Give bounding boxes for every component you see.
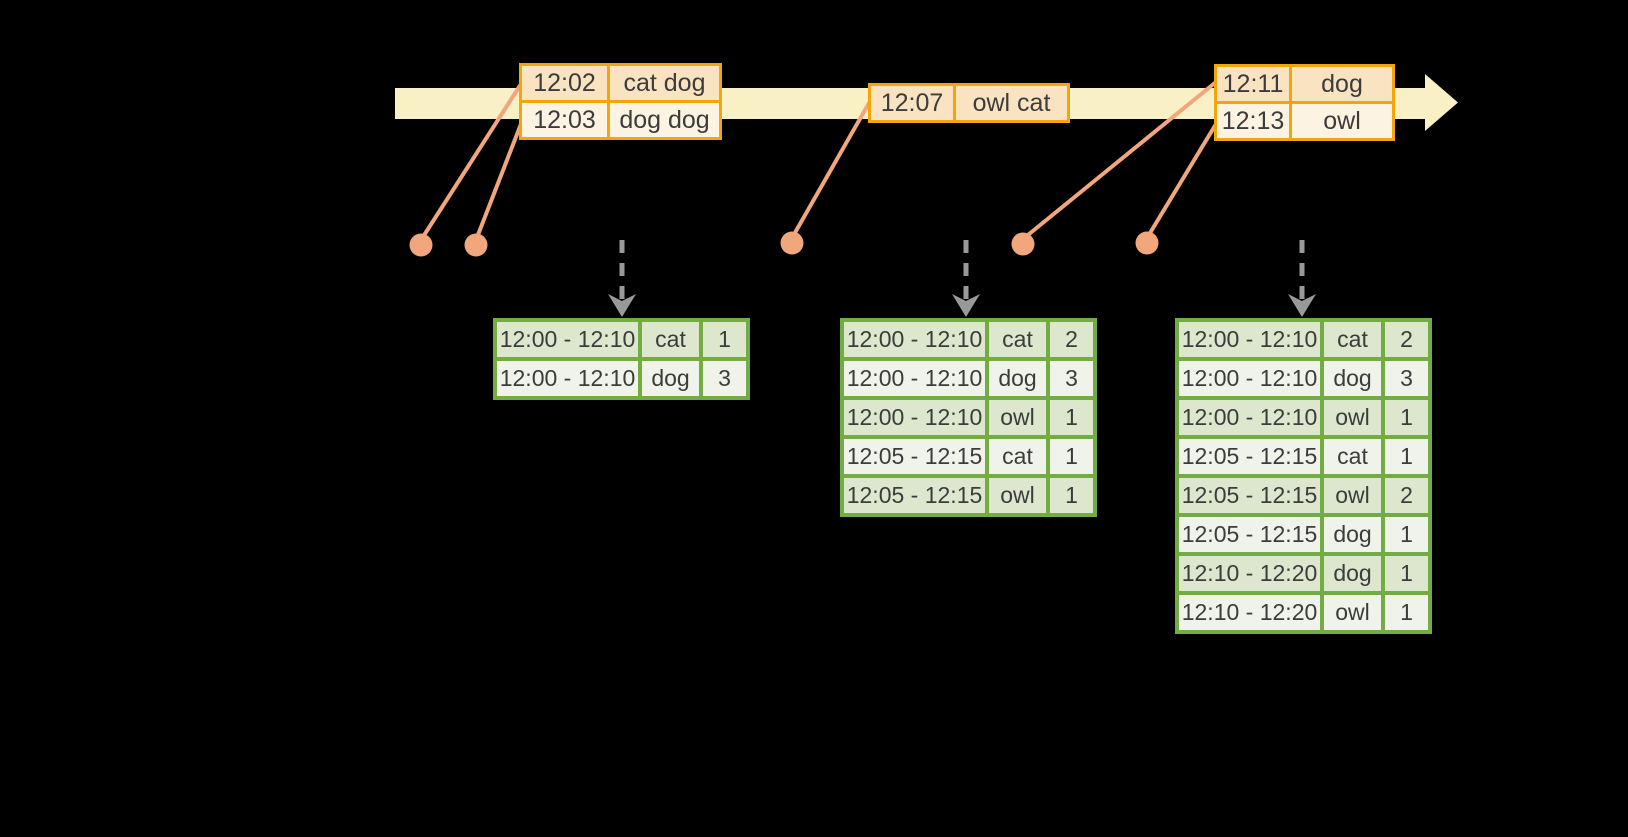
trigger-arrowhead-icon xyxy=(608,294,636,317)
count-cell: 1 xyxy=(1385,439,1428,474)
count-cell: 2 xyxy=(1050,322,1093,357)
event-table-12-02: 12:02 cat dog 12:03 dog dog xyxy=(519,63,722,140)
word-cell: owl xyxy=(989,478,1046,513)
window-cell: 12:00 - 12:10 xyxy=(1179,322,1320,357)
timeline-arrowhead-icon xyxy=(1425,74,1458,131)
window-cell: 12:00 - 12:10 xyxy=(844,322,985,357)
word-cell: cat xyxy=(1324,439,1381,474)
event-words-cell: dog xyxy=(1292,67,1392,101)
trigger-arrow xyxy=(608,240,636,317)
word-cell: owl xyxy=(989,400,1046,435)
count-cell: 3 xyxy=(1050,361,1093,396)
word-cell: cat xyxy=(989,322,1046,357)
count-cell: 1 xyxy=(1385,400,1428,435)
event-connector-line xyxy=(1021,80,1218,241)
word-cell: dog xyxy=(642,361,699,396)
word-cell: cat xyxy=(989,439,1046,474)
event-table-12-07: 12:07 owl cat xyxy=(868,83,1070,123)
window-cell: 12:05 - 12:15 xyxy=(1179,517,1320,552)
event-connector-line xyxy=(790,101,871,240)
result-table-2: 12:00 - 12:10 cat 2 12:00 - 12:10 dog 3 … xyxy=(840,318,1097,517)
window-cell: 12:05 - 12:15 xyxy=(1179,478,1320,513)
event-marker-dot xyxy=(1011,232,1035,256)
window-cell: 12:00 - 12:10 xyxy=(1179,400,1320,435)
window-cell: 12:10 - 12:20 xyxy=(1179,595,1320,630)
window-cell: 12:00 - 12:10 xyxy=(844,400,985,435)
word-cell: dog xyxy=(1324,361,1381,396)
window-cell: 12:10 - 12:20 xyxy=(1179,556,1320,591)
window-cell: 12:00 - 12:10 xyxy=(497,361,638,396)
event-words-cell: owl xyxy=(1292,104,1392,138)
window-cell: 12:00 - 12:10 xyxy=(1179,361,1320,396)
word-cell: cat xyxy=(1324,322,1381,357)
event-words-cell: dog dog xyxy=(610,103,719,137)
word-cell: cat xyxy=(642,322,699,357)
event-marker-dot xyxy=(1135,231,1159,255)
count-cell: 1 xyxy=(1050,400,1093,435)
count-cell: 3 xyxy=(1385,361,1428,396)
word-cell: owl xyxy=(1324,595,1381,630)
event-table-12-11: 12:11 dog 12:13 owl xyxy=(1214,64,1395,141)
trigger-arrowhead-icon xyxy=(1288,294,1316,317)
count-cell: 1 xyxy=(1385,595,1428,630)
window-cell: 12:00 - 12:10 xyxy=(844,361,985,396)
word-cell: owl xyxy=(1324,400,1381,435)
event-connector-line xyxy=(1145,122,1218,240)
window-cell: 12:05 - 12:15 xyxy=(1179,439,1320,474)
result-table-3: 12:00 - 12:10 cat 2 12:00 - 12:10 dog 3 … xyxy=(1175,318,1432,634)
count-cell: 1 xyxy=(1385,556,1428,591)
event-marker-dot xyxy=(780,231,804,255)
word-cell: dog xyxy=(1324,517,1381,552)
word-cell: owl xyxy=(1324,478,1381,513)
trigger-arrowhead-icon xyxy=(952,294,980,317)
event-words-cell: cat dog xyxy=(610,66,719,100)
event-marker-dot xyxy=(409,233,433,257)
window-cell: 12:05 - 12:15 xyxy=(844,478,985,513)
event-marker-dot xyxy=(464,233,488,257)
trigger-arrow xyxy=(952,240,980,317)
event-time-cell: 12:11 xyxy=(1217,67,1289,101)
result-table-1: 12:00 - 12:10 cat 1 12:00 - 12:10 dog 3 xyxy=(493,318,750,400)
event-connector-line xyxy=(474,122,523,242)
count-cell: 1 xyxy=(703,322,746,357)
event-connector-line xyxy=(419,82,523,242)
window-cell: 12:05 - 12:15 xyxy=(844,439,985,474)
count-cell: 1 xyxy=(1385,517,1428,552)
event-time-cell: 12:03 xyxy=(522,103,607,137)
count-cell: 1 xyxy=(1050,439,1093,474)
count-cell: 3 xyxy=(703,361,746,396)
window-cell: 12:00 - 12:10 xyxy=(497,322,638,357)
word-cell: dog xyxy=(1324,556,1381,591)
word-cell: dog xyxy=(989,361,1046,396)
event-time-cell: 12:13 xyxy=(1217,104,1289,138)
count-cell: 1 xyxy=(1050,478,1093,513)
event-time-cell: 12:07 xyxy=(871,86,953,120)
count-cell: 2 xyxy=(1385,478,1428,513)
count-cell: 2 xyxy=(1385,322,1428,357)
trigger-arrow xyxy=(1288,240,1316,317)
event-time-cell: 12:02 xyxy=(522,66,607,100)
event-words-cell: owl cat xyxy=(956,86,1067,120)
